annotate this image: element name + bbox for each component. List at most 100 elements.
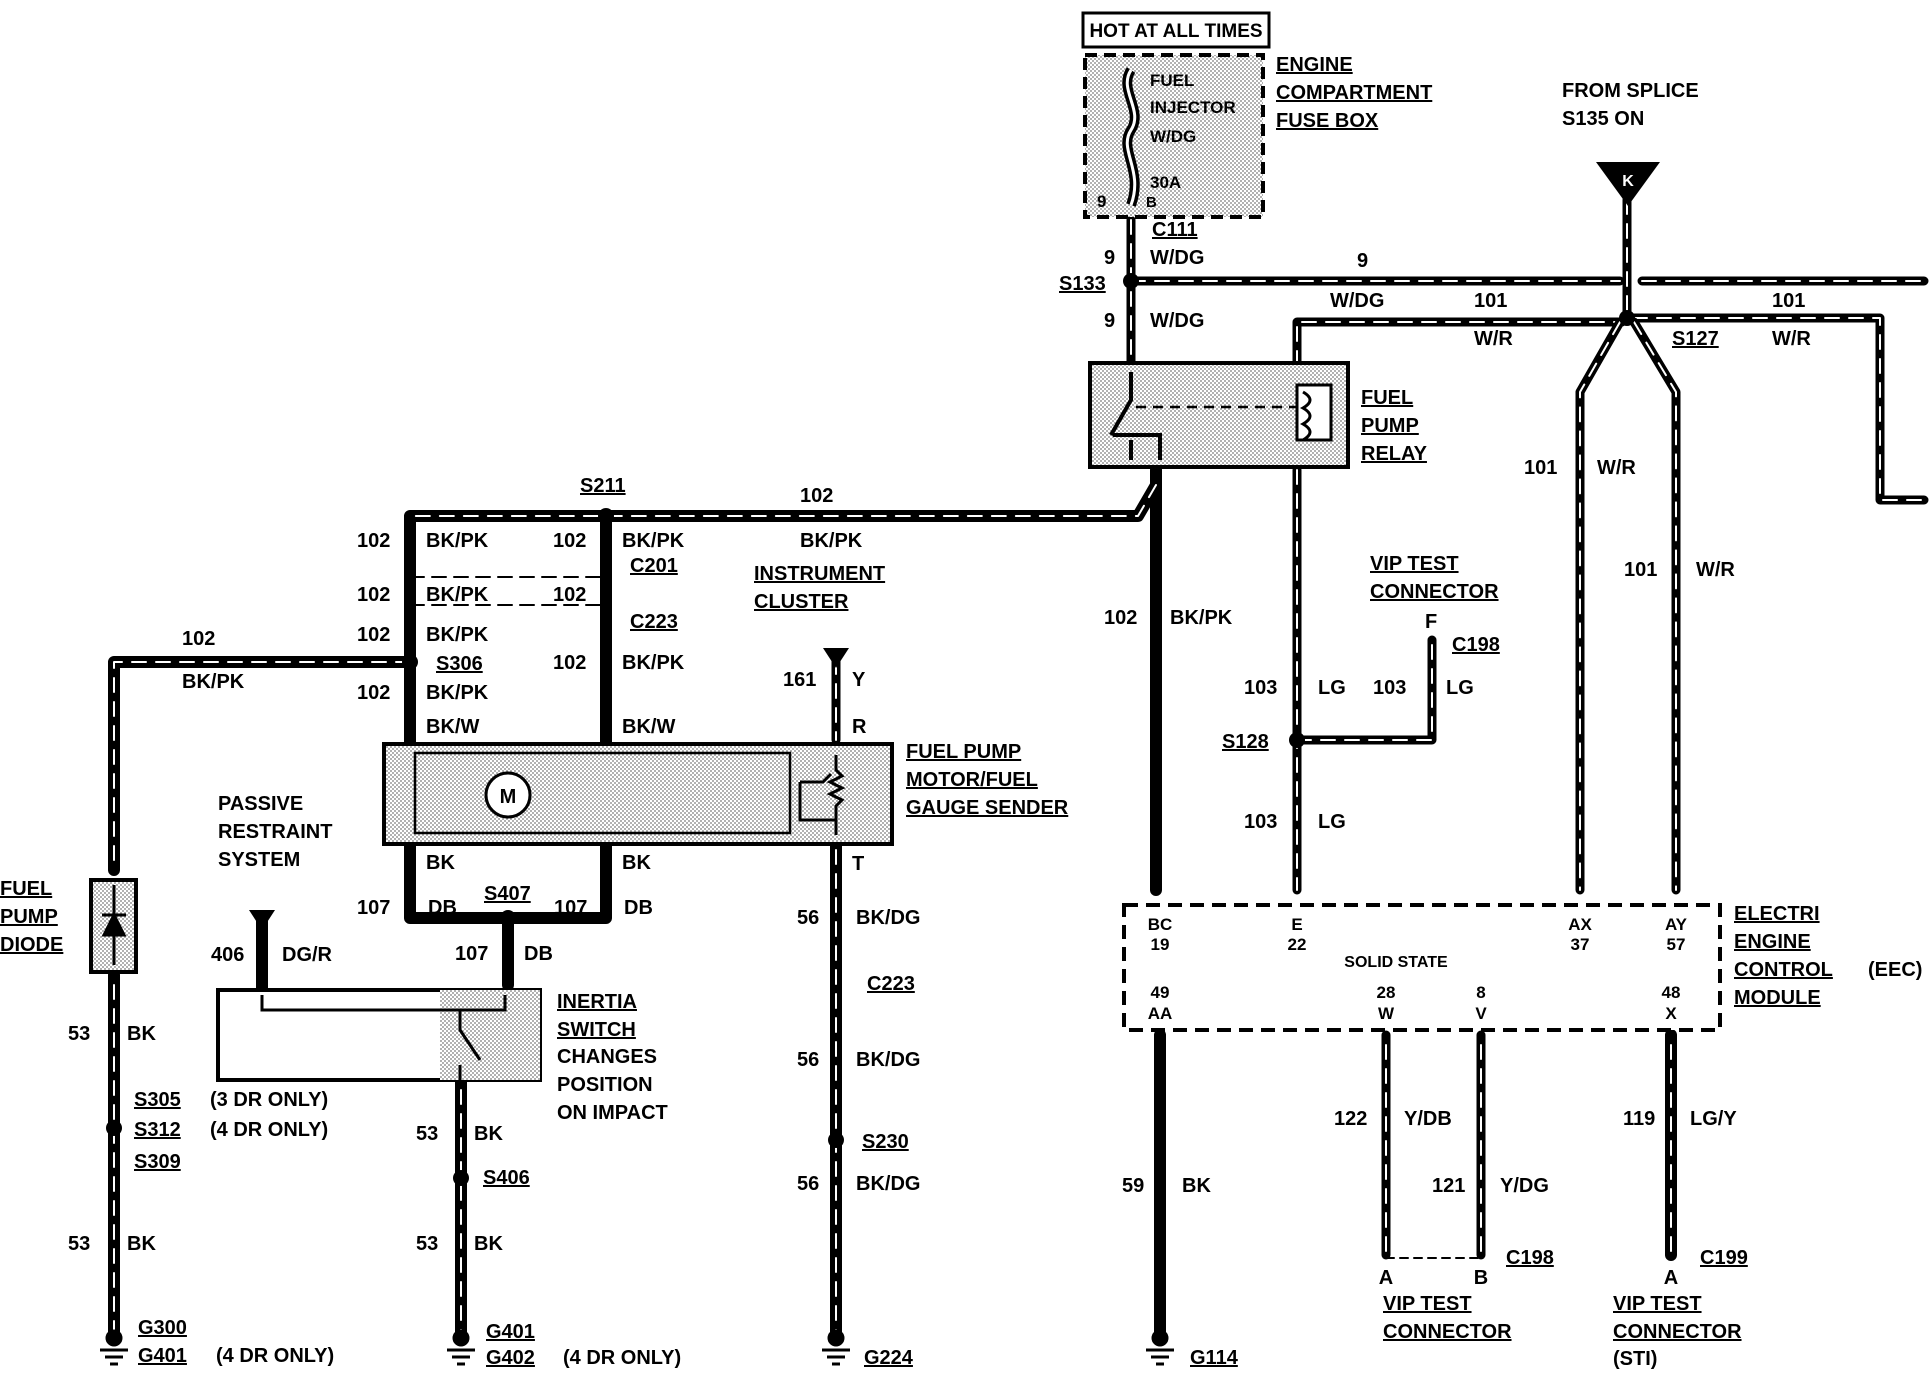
fuse-line-3: W/DG: [1150, 127, 1196, 146]
wr-color-2: W/R: [1696, 559, 1735, 581]
mcol-color-1: BK/PK: [622, 530, 685, 552]
wire-101-wr-relay: [1292, 317, 1627, 370]
vip-top-pin-f: F: [1425, 611, 1437, 633]
g224-label: G224: [864, 1347, 914, 1369]
g114-num: 59: [1122, 1175, 1144, 1197]
vip-pin-a2: A: [1664, 1267, 1678, 1289]
fuse-pin-9: 9: [1097, 192, 1106, 211]
lcol-num-3: 102: [357, 624, 390, 646]
wires: [108, 195, 1929, 1341]
mcol-num-1: 102: [553, 530, 586, 552]
right-102-color: BK/PK: [1170, 607, 1233, 629]
fuse-line-2: INJECTOR: [1150, 98, 1236, 117]
eec-pin-57: 57: [1667, 935, 1686, 954]
ground-symbol-g224: [822, 1329, 850, 1366]
fuse-line-1: FUEL: [1150, 71, 1194, 90]
s305-note: (3 DR ONLY): [210, 1089, 328, 1111]
vip-bottom2-label-2: CONNECTOR: [1613, 1321, 1742, 1343]
splice-dot-s211: [598, 508, 614, 524]
splices: [106, 273, 1635, 1186]
relay-label-3: RELAY: [1361, 443, 1428, 465]
prs-label-1: PASSIVE: [218, 793, 303, 815]
lg-num-2: 103: [1373, 677, 1406, 699]
lcol-num-1: 102: [357, 530, 390, 552]
s406-label: S406: [483, 1167, 530, 1189]
db-left: DB: [428, 897, 457, 919]
sender-label-2: MOTOR/FUEL: [906, 769, 1038, 791]
eec-pin-48: 48: [1662, 983, 1681, 1002]
s133-num: 9: [1104, 310, 1115, 332]
lcol-color-3: BK/PK: [426, 624, 489, 646]
sender-r: R: [852, 716, 867, 738]
eec-pin-49: 49: [1151, 983, 1170, 1002]
c111-color: W/DG: [1150, 247, 1204, 269]
s312-note: (4 DR ONLY): [210, 1119, 328, 1141]
vip-top-label-2: CONNECTOR: [1370, 581, 1499, 603]
left-102-num: 102: [182, 628, 215, 650]
switch-symbol: [260, 995, 507, 1085]
top-102-color: BK/PK: [800, 530, 863, 552]
splice-dot-s306: [402, 654, 418, 670]
s407-label: S407: [484, 883, 531, 905]
top-102-num: 102: [800, 485, 833, 507]
diode-label-3: DIODE: [0, 934, 63, 956]
n122: 122: [1334, 1108, 1367, 1130]
eec-label-3: CONTROL: [1734, 959, 1833, 981]
cluster-label-2: CLUSTER: [754, 591, 849, 613]
c122: Y/DB: [1404, 1108, 1452, 1130]
sender-resistor: [798, 755, 846, 835]
lcol-color-4: BK/PK: [426, 682, 489, 704]
lcol-num-4: 102: [357, 682, 390, 704]
s127-label: S127: [1672, 328, 1719, 350]
c111-label: C111: [1152, 219, 1198, 241]
wire-102-top: [404, 479, 1162, 866]
eec-pin-37: 37: [1571, 935, 1590, 954]
eec-pin-w: W: [1378, 1004, 1395, 1023]
lg-num-1: 103: [1244, 677, 1277, 699]
motor-label: M: [500, 786, 517, 808]
eec-pin-e: E: [1291, 915, 1302, 934]
inertia-g-note: (4 DR ONLY): [563, 1347, 681, 1369]
diode-label-2: PUMP: [0, 906, 58, 928]
c223-top-label: C223: [630, 611, 678, 633]
g114-color: BK: [1182, 1175, 1211, 1197]
c223-bottom-label: C223: [867, 973, 915, 995]
g401-inertia-label: G401: [486, 1321, 535, 1343]
bkw-right: BK/W: [622, 716, 675, 738]
vip-c198: C198: [1506, 1247, 1554, 1269]
prs-label-3: SYSTEM: [218, 849, 300, 871]
reference-arrow-161: [823, 648, 849, 668]
c201-label: C201: [630, 555, 678, 577]
eec-pin-aa: AA: [1148, 1004, 1173, 1023]
sender-label-3: GAUGE SENDER: [906, 797, 1069, 819]
s309-label: S309: [134, 1151, 181, 1173]
labels: HOT AT ALL TIMES FUEL INJECTOR W/DG 30A …: [0, 21, 1922, 1370]
components: M: [89, 11, 1722, 1085]
hot-label-box: [1081, 11, 1271, 49]
right-102-num: 102: [1104, 607, 1137, 629]
splice-dot-s128: [1289, 732, 1305, 748]
bus-num-101: 101: [1474, 290, 1507, 312]
diode-n2: 53: [68, 1233, 90, 1255]
from-splice-2: S135 ON: [1562, 108, 1644, 130]
eec-solid-state: SOLID STATE: [1344, 954, 1448, 971]
y-color: Y: [852, 669, 866, 691]
eec-pin-28: 28: [1377, 983, 1396, 1002]
ref-letter-k: K: [1622, 173, 1634, 190]
s133-color: W/DG: [1150, 310, 1204, 332]
y-num: 161: [783, 669, 816, 691]
right-num-101: 101: [1772, 290, 1805, 312]
cluster-label-1: INSTRUMENT: [754, 563, 885, 585]
s211-label: S211: [580, 475, 626, 497]
sender-label-1: FUEL PUMP: [906, 741, 1021, 763]
prs-label-2: RESTRAINT: [218, 821, 332, 843]
eec-label-4: MODULE: [1734, 987, 1821, 1009]
c119: LG/Y: [1690, 1108, 1737, 1130]
eec-module: [1122, 903, 1722, 1032]
sw-n3: 56: [797, 1173, 819, 1195]
bk-left: BK: [426, 852, 455, 874]
vip-bottom2-label-1: VIP TEST: [1613, 1293, 1702, 1315]
vip-c199: C199: [1700, 1247, 1748, 1269]
vip-top-label-1: VIP TEST: [1370, 553, 1459, 575]
fuel-pump-sender: [382, 742, 894, 846]
